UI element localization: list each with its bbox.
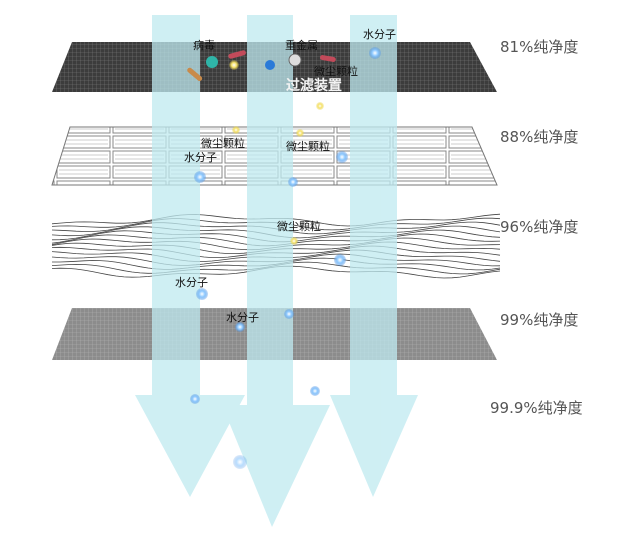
water-molecule-icon (334, 254, 346, 266)
label-dust: 微尘颗粒 (286, 139, 330, 153)
label-water: 水分子 (363, 28, 396, 41)
purity-label-2: 88%纯净度 (500, 128, 578, 146)
label-dust: 微尘颗粒 (201, 136, 245, 150)
virus-icon (265, 60, 275, 70)
particles (187, 47, 381, 469)
water-molecule-icon (196, 288, 208, 300)
water-molecule-icon (336, 151, 348, 163)
water-molecule-icon (194, 171, 206, 183)
bacteria-icon (228, 50, 246, 59)
bacteria-icon (319, 55, 336, 62)
dust-icon (290, 237, 298, 245)
bacteria-icon (187, 67, 203, 82)
purity-label-4: 99%纯净度 (500, 311, 578, 329)
flow-arrows (135, 15, 418, 527)
label-dust: 微尘颗粒 (314, 64, 358, 78)
water-molecule-icon (310, 386, 320, 396)
label-virus: 病毒 (193, 38, 215, 52)
label-filter-device: 过滤装置 (286, 77, 342, 94)
virus-icon (206, 56, 218, 68)
heavy-metal-icon (288, 53, 302, 67)
dust-icon (232, 126, 240, 134)
water-molecule-icon (369, 47, 381, 59)
label-water: 水分子 (175, 276, 208, 289)
label-dust: 微尘颗粒 (277, 219, 321, 233)
water-molecule-icon (190, 394, 200, 404)
purity-label-final: 99.9%纯净度 (490, 399, 583, 417)
dust-icon (316, 102, 324, 110)
flow-arrow-2 (222, 15, 330, 527)
label-water: 水分子 (184, 151, 217, 164)
water-molecule-icon (288, 177, 298, 187)
label-water: 水分子 (226, 311, 259, 324)
dust-icon (296, 129, 304, 137)
label-heavy-metal: 重金属 (285, 38, 318, 52)
dust-icon (229, 60, 239, 70)
water-molecule-icon (233, 455, 247, 469)
flow-arrow-1 (135, 15, 245, 497)
water-molecule-icon (235, 322, 245, 332)
flow-arrow-3 (330, 15, 418, 497)
water-molecule-icon (284, 309, 294, 319)
purity-label-3: 96%纯净度 (500, 218, 578, 236)
purity-label-1: 81%纯净度 (500, 38, 578, 56)
